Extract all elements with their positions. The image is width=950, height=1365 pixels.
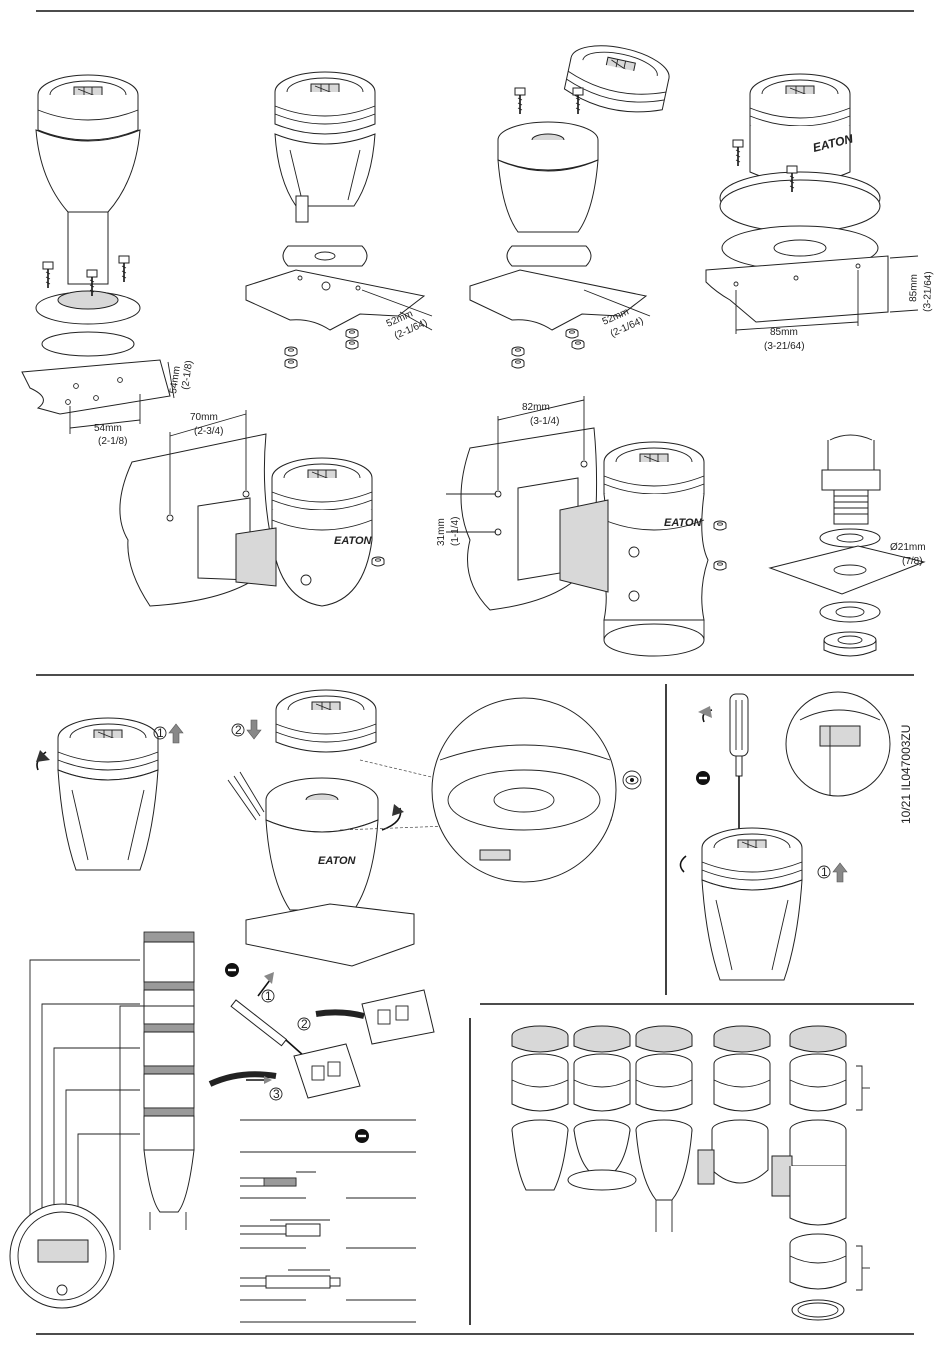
eaton-logo-2: EATON (334, 535, 373, 547)
detail-magnifier (432, 698, 616, 882)
dim-31-in: (1-1/4) (450, 517, 461, 546)
arrow-down-icon (247, 720, 261, 739)
arrow-up-icon-2 (833, 863, 847, 882)
panel-cap-on-base: 2 EATON (228, 690, 641, 966)
step-1-label-c: 1 (265, 989, 272, 1003)
panel-tube-base: 54mm (2-1/8) 54mm (2-1/8) (22, 75, 195, 447)
minus-icon-b (225, 963, 239, 977)
arrow-up-icon (169, 724, 183, 743)
panel-pipe-21: Ø21mm (7/8) (770, 435, 926, 656)
eaton-logo-4: EATON (318, 855, 357, 867)
dim-31: 31mm (436, 518, 447, 546)
dim-85-h-in: (3-21/64) (922, 271, 934, 312)
doc-code: 10/21 IL047003ZU (899, 725, 913, 824)
dim-21: Ø21mm (890, 542, 926, 553)
step-2-label-a: 2 (235, 723, 242, 737)
eaton-logo-3: EATON (664, 517, 703, 529)
dim-70-in: (2-3/4) (194, 426, 223, 437)
panel-plate-52: 52mm (2-1/64) (246, 72, 432, 368)
panel-flange-85: EATON 85mm (3-21/64) 85mm (3-21/64) (706, 74, 934, 352)
panel-wall-82: 82mm (3-1/4) 31mm (1-1/4) EATON (436, 396, 726, 656)
dim-85-h: 85mm (908, 274, 920, 302)
dim-54-h-in: (2-1/8) (180, 360, 195, 391)
dim-82-in: (3-1/4) (530, 416, 559, 427)
dim-54-w-in: (2-1/8) (98, 436, 127, 447)
dim-54-w: 54mm (94, 423, 122, 434)
panel-wiring-stack (10, 932, 194, 1308)
panel-terminal-block: 1 2 3 (210, 963, 434, 1322)
minus-icon-a (696, 771, 710, 785)
step-1-label-a: 1 (157, 726, 164, 740)
step-1-label-b: 1 (821, 865, 828, 879)
screwdriver-icon (730, 694, 748, 850)
dim-70: 70mm (190, 412, 218, 423)
minus-icon-c (355, 1129, 369, 1143)
dim-82: 82mm (522, 402, 550, 413)
panel-screwdriver-release: 1 10/21 IL047003ZU (680, 692, 913, 980)
panel-remove-cap: 1 (36, 718, 183, 870)
panel-wall-70: 70mm (2-3/4) EATON (120, 410, 384, 606)
step-2-label-b: 2 (301, 1017, 308, 1031)
dim-21-in: (7/8) (902, 556, 923, 567)
panel-plate-52-open: 52mm (2-1/64) (470, 38, 673, 368)
dim-85-w-in: (3-21/64) (764, 341, 805, 352)
panel-variants (512, 1026, 870, 1320)
dim-85-w: 85mm (770, 327, 798, 338)
step-3-label: 3 (273, 1087, 280, 1101)
eye-icon (623, 771, 641, 789)
